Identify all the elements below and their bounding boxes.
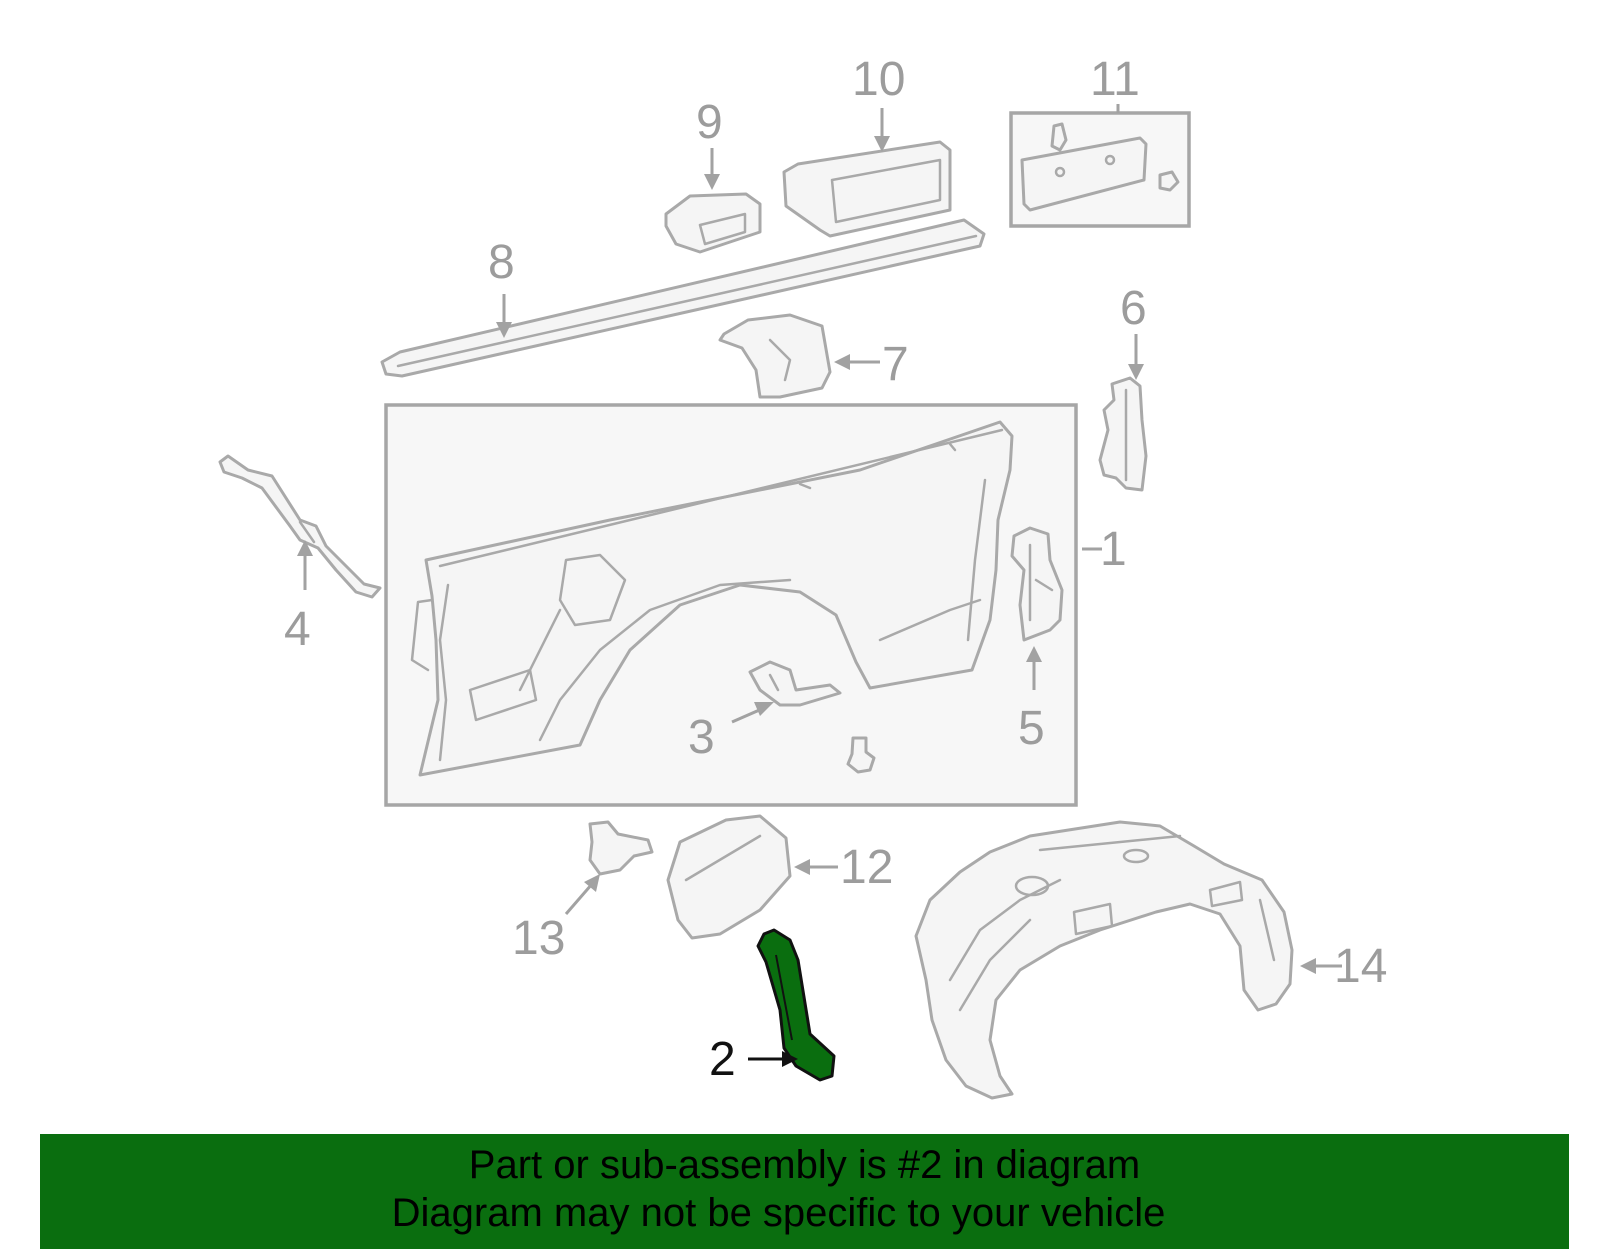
part-9-stake-pocket[interactable] [664, 192, 762, 254]
callout-11: 11 [1090, 53, 1140, 106]
part-6-corner-reinforcement[interactable] [1098, 376, 1148, 492]
callout-13: 13 [512, 912, 565, 965]
part-5-inner-brace[interactable] [1010, 526, 1064, 642]
callout-6: 6 [1120, 282, 1147, 335]
callout-8: 8 [488, 236, 515, 289]
part-2-highlighted-brace[interactable] [756, 928, 836, 1082]
part-10-stake-pocket[interactable] [782, 140, 952, 238]
part-11-plate[interactable] [1020, 122, 1180, 212]
banner-disclaimer: Diagram may not be specific to your vehi… [391, 1191, 1166, 1235]
callout-3: 3 [688, 711, 715, 764]
callout-5: 5 [1018, 702, 1045, 755]
part-3-bracket[interactable] [748, 660, 842, 707]
part-12-fuel-door[interactable] [666, 814, 792, 940]
leader-lines [297, 104, 1342, 1067]
callout-7: 7 [882, 338, 909, 391]
callout-14: 14 [1334, 940, 1387, 993]
part-4-stay-rod[interactable] [218, 454, 382, 599]
callout-1: 1 [1100, 523, 1127, 576]
part-7-bracket[interactable] [718, 313, 832, 399]
callout-10: 10 [852, 53, 905, 106]
info-banner: Part or sub-assembly is #2 in diagram Di… [40, 1134, 1569, 1249]
clip-fastener [846, 736, 876, 774]
banner-part-info: Part or sub-assembly is #2 in diagram [468, 1143, 1141, 1187]
part-1-bed-side-panel[interactable] [410, 420, 1014, 777]
part-14-wheelhouse-liner[interactable] [914, 820, 1294, 1100]
callout-12: 12 [840, 841, 893, 894]
callout-2: 2 [709, 1033, 736, 1086]
callout-4: 4 [284, 603, 311, 656]
callout-9: 9 [696, 96, 723, 149]
part-8-top-rail[interactable] [380, 218, 986, 378]
part-13-hinge[interactable] [588, 820, 654, 876]
